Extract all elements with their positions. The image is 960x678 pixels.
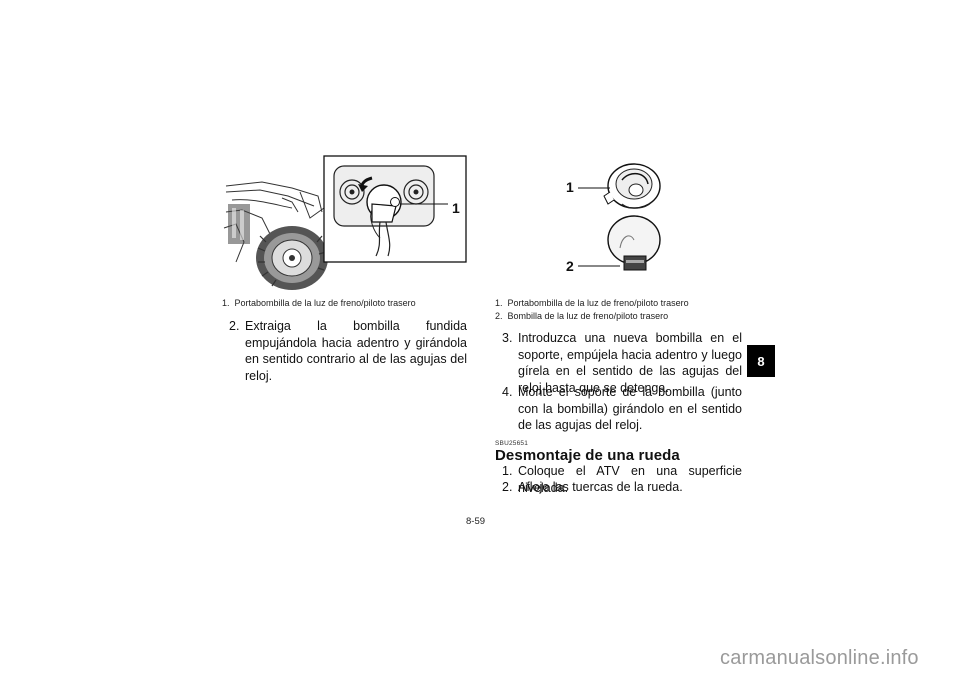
section-step-2: 2. Afloje las tuercas de la rueda. (502, 479, 742, 496)
chapter-tab: 8 (747, 345, 775, 377)
caption-text: Portabombilla de la luz de freno/piloto … (234, 298, 416, 308)
caption-text: Bombilla de la luz de freno/piloto trase… (507, 311, 669, 321)
socket-and-bulb-illustration: 1 2 (566, 163, 661, 274)
instruction-step-4: 4. Monte el soporte de la bombilla (junt… (502, 384, 742, 434)
step-number: 3. (502, 331, 513, 345)
step-text: Afloje las tuercas de la rueda. (518, 480, 683, 494)
step-number: 2. (229, 319, 240, 333)
caption-number: 1. (222, 298, 230, 308)
instruction-step: 2. Extraiga la bombilla fundida empujánd… (229, 318, 467, 384)
figure-caption-2: 2. Bombilla de la luz de freno/piloto tr… (495, 310, 745, 323)
instruction-step-3: 3. Introduzca una nueva bombilla en el s… (502, 330, 742, 396)
step-text: Monte el soporte de la bombilla (junto c… (518, 385, 742, 432)
caption-number: 1. (495, 298, 503, 308)
figure-callout-2: 2 (566, 258, 574, 274)
figure-caption-1: 1. Portabombilla de la luz de freno/pilo… (495, 297, 745, 310)
figure-callout: 1 (452, 200, 460, 216)
step-number: 1. (502, 464, 513, 478)
step-number: 2. (502, 480, 513, 494)
section-code: SBU25651 (495, 440, 529, 447)
section-step-1: 1. Coloque el ATV en una superficie nive… (502, 463, 742, 496)
figure-caption: 1. Portabombilla de la luz de freno/pilo… (222, 297, 472, 310)
rotate-arrow-icon (358, 176, 373, 192)
step-text: Introduzca una nueva bombilla en el sopo… (518, 331, 742, 395)
step-number: 4. (502, 385, 513, 399)
bulb-socket-icon (603, 163, 661, 209)
caption-text: Portabombilla de la luz de freno/piloto … (507, 298, 689, 308)
section-heading: Desmontaje de una rueda (495, 447, 680, 464)
atv-taillight-illustration: 1 (223, 155, 467, 290)
caption-number: 2. (495, 311, 503, 321)
page-number: 8-59 (466, 516, 486, 527)
bulb-socket-icon (366, 184, 402, 257)
watermark: carmanualsonline.info (720, 647, 919, 669)
figure-callout-1: 1 (566, 179, 574, 195)
rear-tire-icon (256, 226, 328, 290)
step-text: Coloque el ATV en una superficie nivelad… (518, 464, 742, 495)
step-text: Extraiga la bombilla fundida empujándola… (245, 319, 467, 383)
bulb-icon (607, 215, 661, 271)
